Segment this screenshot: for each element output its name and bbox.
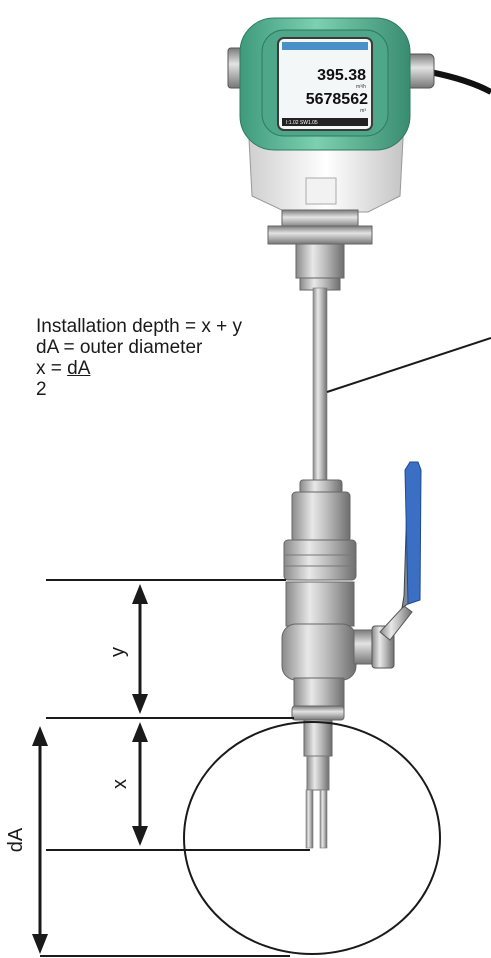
- dimension-arrows: [32, 584, 148, 954]
- x-formula-prefix: x =: [36, 358, 68, 379]
- x-formula-denominator: 2: [36, 379, 47, 400]
- lcd-value-2: 5678562: [306, 91, 368, 108]
- lcd-screen: [277, 37, 373, 131]
- housing-neck: [281, 209, 359, 229]
- pipe-cross-section: [183, 721, 441, 955]
- lcd-unit-1: m³/h: [356, 84, 366, 90]
- lcd-unit-2: m³: [360, 108, 366, 114]
- formula-note: Installation depth = x + y dA = outer di…: [36, 316, 242, 400]
- note-line-x-formula: x = dA: [36, 358, 242, 379]
- x-label: x: [109, 779, 131, 789]
- lcd-status: I:1.02 SW1.05: [286, 120, 318, 126]
- probe-shaft: [283, 287, 357, 581]
- y-label: y: [107, 647, 129, 657]
- dimension-lines: [40, 579, 310, 957]
- housing-latch: [305, 177, 337, 205]
- x-formula-numerator: dA: [67, 358, 91, 379]
- note-line-outer-diameter: dA = outer diameter: [36, 337, 203, 358]
- dA-label: dA: [5, 827, 27, 852]
- lcd-value-1: 395.38: [317, 67, 366, 84]
- transmitter-housing: 395.38 m³/h 5678562 m³ I:1.02 SW1.05: [227, 17, 491, 291]
- cable: [429, 69, 491, 95]
- leader-line: [326, 337, 491, 393]
- sensor-tip: [303, 719, 333, 849]
- note-line-installation-depth: Installation depth = x + y: [36, 316, 242, 337]
- valve-handle: [404, 461, 422, 605]
- ball-valve: [281, 461, 422, 721]
